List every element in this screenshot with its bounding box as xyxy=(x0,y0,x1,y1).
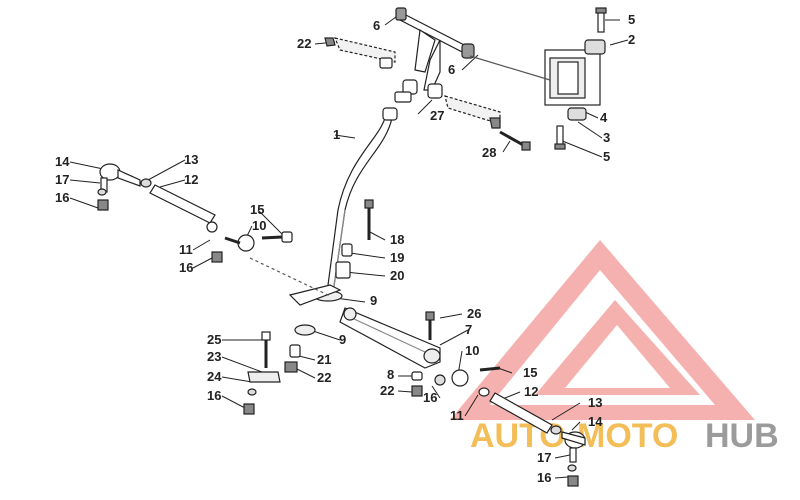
callout-17b: 17 xyxy=(537,450,551,465)
right-tie-rod xyxy=(411,366,586,487)
callout-27: 27 xyxy=(430,108,444,123)
parts xyxy=(97,7,607,487)
watermark-hub: HUB xyxy=(705,417,779,455)
callout-11b: 11 xyxy=(450,408,464,423)
callout-10a: 10 xyxy=(252,218,266,233)
callout-9a: 9 xyxy=(370,293,377,308)
callout-22b: 22 xyxy=(317,370,331,385)
callout-28: 28 xyxy=(482,145,496,160)
callout-12a: 12 xyxy=(184,172,198,187)
callout-15a: 15 xyxy=(250,202,264,217)
callout-4: 4 xyxy=(600,110,608,125)
pitman-arm xyxy=(339,307,441,369)
callout-16c: 16 xyxy=(207,388,221,403)
handlebar-clamp xyxy=(544,7,607,150)
callout-20: 20 xyxy=(390,268,404,283)
callout-6a: 6 xyxy=(373,18,380,33)
leader-lines xyxy=(69,13,629,479)
callout-2: 2 xyxy=(628,32,635,47)
left-tie-rod xyxy=(97,163,293,263)
left-bracket-plate xyxy=(333,37,396,63)
callout-8: 8 xyxy=(387,367,394,382)
callout-5a: 5 xyxy=(628,12,635,27)
callout-10b: 10 xyxy=(465,343,479,358)
watermark-moto: MOTO xyxy=(577,417,678,455)
callout-3: 3 xyxy=(603,130,610,145)
callout-21: 21 xyxy=(317,352,331,367)
callout-15b: 15 xyxy=(523,365,537,380)
callout-12b: 12 xyxy=(524,384,538,399)
callout-18: 18 xyxy=(390,232,404,247)
callout-22a: 22 xyxy=(297,36,311,51)
callout-9b: 9 xyxy=(339,332,346,347)
callout-14b: 14 xyxy=(588,414,603,429)
callout-16b: 16 xyxy=(179,260,193,275)
callout-17a: 17 xyxy=(55,172,69,187)
callout-7: 7 xyxy=(465,322,472,337)
callout-26: 26 xyxy=(467,306,481,321)
callout-23: 23 xyxy=(207,349,221,364)
callout-5b: 5 xyxy=(603,149,610,164)
callout-13b: 13 xyxy=(588,395,602,410)
automotohub-logo xyxy=(450,240,755,420)
callout-24: 24 xyxy=(207,369,222,384)
callout-14a: 14 xyxy=(55,154,70,169)
callout-16a: 16 xyxy=(55,190,69,205)
callout-11a: 11 xyxy=(179,242,193,257)
callout-16d: 16 xyxy=(423,390,437,405)
callout-16e: 16 xyxy=(537,470,551,485)
callout-19: 19 xyxy=(390,250,404,265)
callout-1: 1 xyxy=(333,127,340,142)
callout-labels: 1 2 3 4 5 5 6 6 7 8 9 9 10 10 11 11 12 1… xyxy=(55,12,635,485)
callout-25: 25 xyxy=(207,332,221,347)
lower-plate xyxy=(288,284,342,306)
callout-6b: 6 xyxy=(448,62,455,77)
riser-assembly xyxy=(394,7,475,103)
callout-22c: 22 xyxy=(380,383,394,398)
right-bracket-plate xyxy=(444,95,501,125)
post-top-bushing xyxy=(382,107,398,121)
callout-13a: 13 xyxy=(184,152,198,167)
